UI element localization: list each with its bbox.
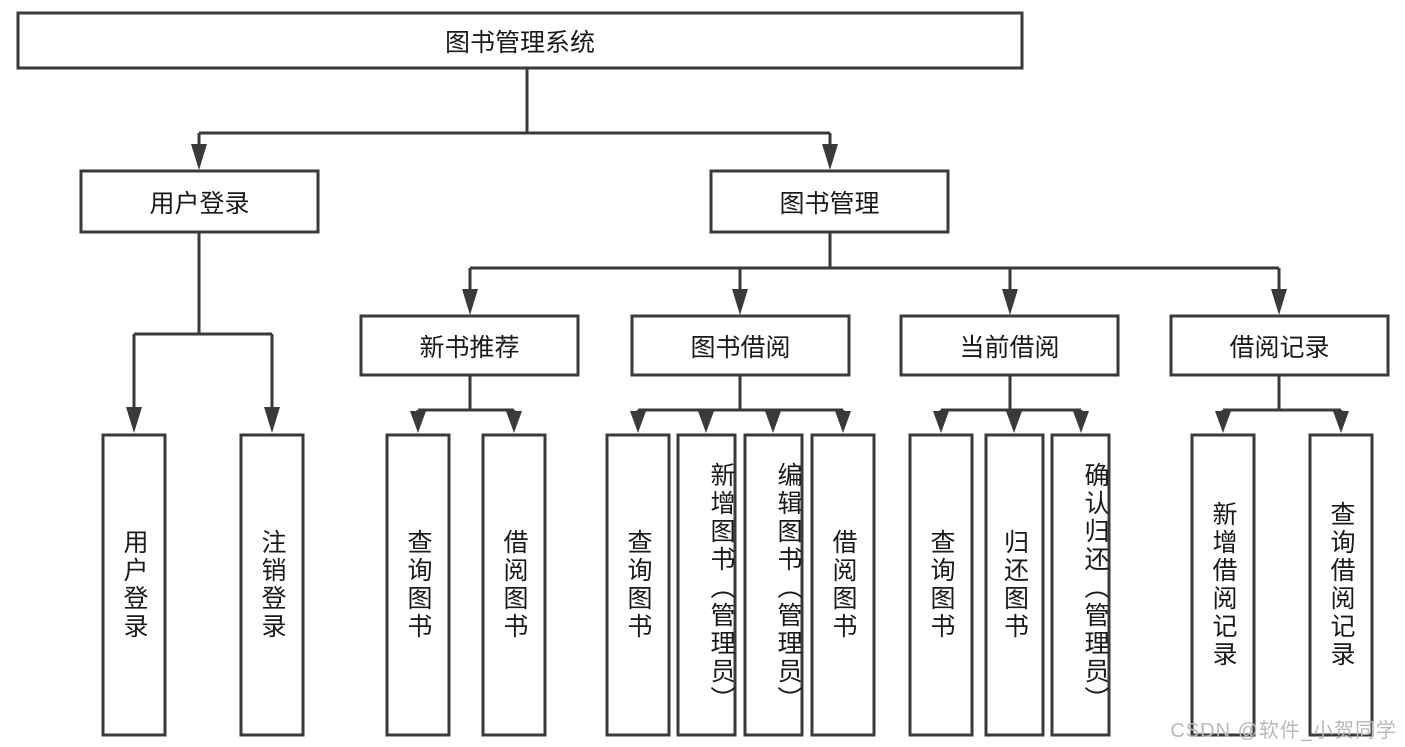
arrow-currentborrow-leaf-3 — [1073, 411, 1089, 433]
leaf-box-current-return[interactable] — [984, 433, 1045, 737]
leaf-box-user-login-login[interactable] — [101, 433, 167, 737]
arrow-root-to-user-login — [191, 144, 207, 170]
arrow-user-login-leaf-1 — [126, 407, 142, 433]
leaf-box-borrow-query[interactable] — [605, 433, 671, 737]
arrow-bm-to-current-borrow — [1002, 289, 1018, 315]
leaf-box-recommend-borrow[interactable] — [481, 433, 547, 737]
node-box-current-borrow[interactable] — [899, 314, 1120, 377]
arrow-bookborrow-leaf-2 — [698, 411, 714, 433]
node-box-book-management[interactable] — [709, 169, 950, 234]
node-box-new-book-recommend[interactable] — [359, 314, 580, 377]
arrow-bm-to-borrow-record — [1271, 289, 1287, 315]
arrow-borrowrecord-leaf-2 — [1333, 411, 1349, 433]
arrow-recommend-leaf-1 — [410, 411, 426, 433]
leaf-box-current-query[interactable] — [908, 433, 974, 737]
arrow-currentborrow-leaf-2 — [1006, 411, 1022, 433]
leaf-box-record-query[interactable] — [1308, 433, 1374, 737]
arrow-currentborrow-leaf-1 — [933, 411, 949, 433]
arrow-recommend-leaf-2 — [506, 411, 522, 433]
arrow-bookborrow-leaf-4 — [835, 411, 851, 433]
node-box-user-login[interactable] — [79, 169, 320, 234]
arrow-borrowrecord-leaf-1 — [1215, 411, 1231, 433]
arrow-bookborrow-leaf-1 — [630, 411, 646, 433]
leaf-box-record-add[interactable] — [1190, 433, 1256, 737]
node-box-root[interactable] — [16, 11, 1024, 70]
node-box-borrow-record[interactable] — [1169, 314, 1390, 377]
leaf-box-current-confirm[interactable] — [1050, 433, 1111, 737]
arrow-bm-to-new-book-recommend — [462, 289, 478, 315]
arrow-bookborrow-leaf-3 — [765, 411, 781, 433]
leaf-box-borrow-lend[interactable] — [810, 433, 876, 737]
leaf-box-recommend-query[interactable] — [385, 433, 451, 737]
node-box-book-borrow[interactable] — [630, 314, 851, 377]
leaf-box-borrow-add[interactable] — [676, 433, 737, 737]
leaf-box-borrow-edit[interactable] — [743, 433, 804, 737]
arrow-bm-to-book-borrow — [732, 289, 748, 315]
arrow-root-to-book-management — [822, 144, 838, 170]
leaf-box-user-login-logout[interactable] — [239, 433, 305, 737]
arrow-user-login-leaf-2 — [264, 407, 280, 433]
